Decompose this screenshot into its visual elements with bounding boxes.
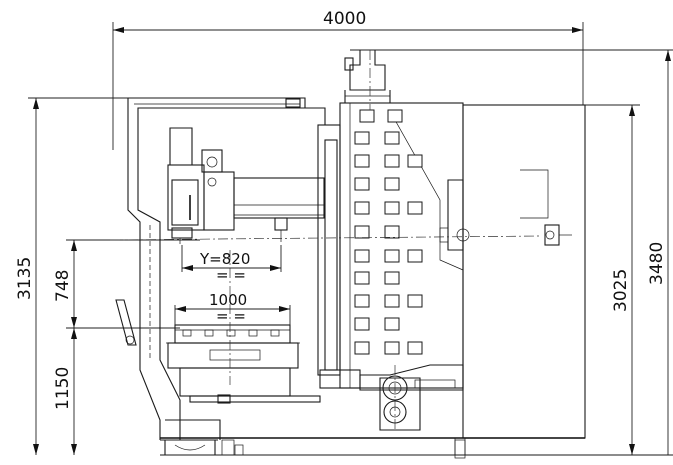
right-inner-height-label: 3025	[611, 269, 631, 312]
centerlines	[109, 50, 541, 430]
dimension-overall-width: 4000	[112, 9, 584, 150]
left-height-label: 3135	[15, 257, 35, 300]
dimension-table-width: 1000 = =	[174, 291, 291, 325]
right-outer-height-label: 3480	[647, 242, 667, 285]
dimension-spindle-heights: 748 1150	[53, 239, 200, 455]
table-width-label: 1000	[209, 291, 247, 309]
table-width-tick: = =	[216, 307, 246, 325]
work-table	[166, 324, 321, 404]
column-windows	[354, 109, 423, 355]
machine-base	[160, 437, 673, 456]
dimension-y-travel: Y=820 = =	[181, 245, 282, 284]
right-bracket	[520, 169, 572, 246]
left-guard	[115, 97, 306, 456]
y-travel-label: Y=820	[199, 250, 250, 268]
y-travel-tick: = =	[216, 266, 246, 284]
overall-width-label: 4000	[323, 9, 366, 29]
spindle-head	[167, 127, 325, 244]
lower-left-label: 1150	[53, 367, 73, 410]
dimension-left-height: 3135	[15, 97, 138, 455]
column	[305, 50, 470, 431]
right-enclosure	[454, 104, 586, 459]
upper-left-label: 748	[53, 270, 73, 302]
